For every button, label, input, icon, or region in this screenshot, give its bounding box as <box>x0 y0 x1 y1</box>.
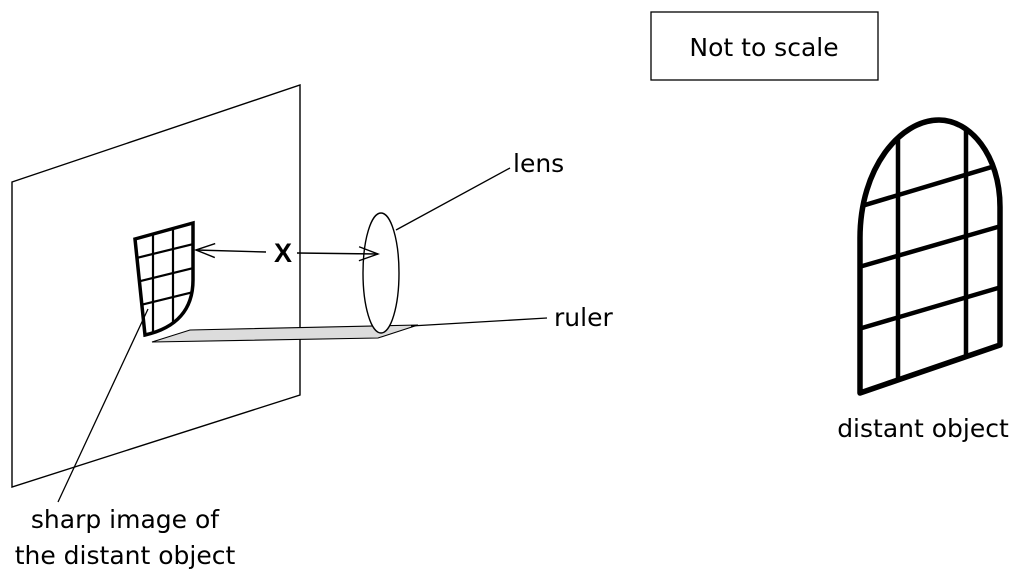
note-box: Not to scale <box>650 11 879 81</box>
lens <box>362 212 400 334</box>
lens-label: lens <box>513 149 564 178</box>
image-leader <box>57 308 149 503</box>
object-label: distant object <box>837 414 1009 443</box>
note-text: Not to scale <box>689 33 838 62</box>
image-label-line2: the distant object <box>15 541 236 570</box>
screen <box>11 84 301 488</box>
distance-arrow: X <box>196 238 378 268</box>
lens-leader <box>395 167 511 231</box>
distant-object <box>857 117 1003 396</box>
distance-label: X <box>274 238 292 268</box>
ruler-label: ruler <box>554 303 613 332</box>
sharp-image <box>133 220 195 338</box>
image-label-line1: sharp image of <box>31 505 220 534</box>
ruler-leader <box>410 317 548 327</box>
